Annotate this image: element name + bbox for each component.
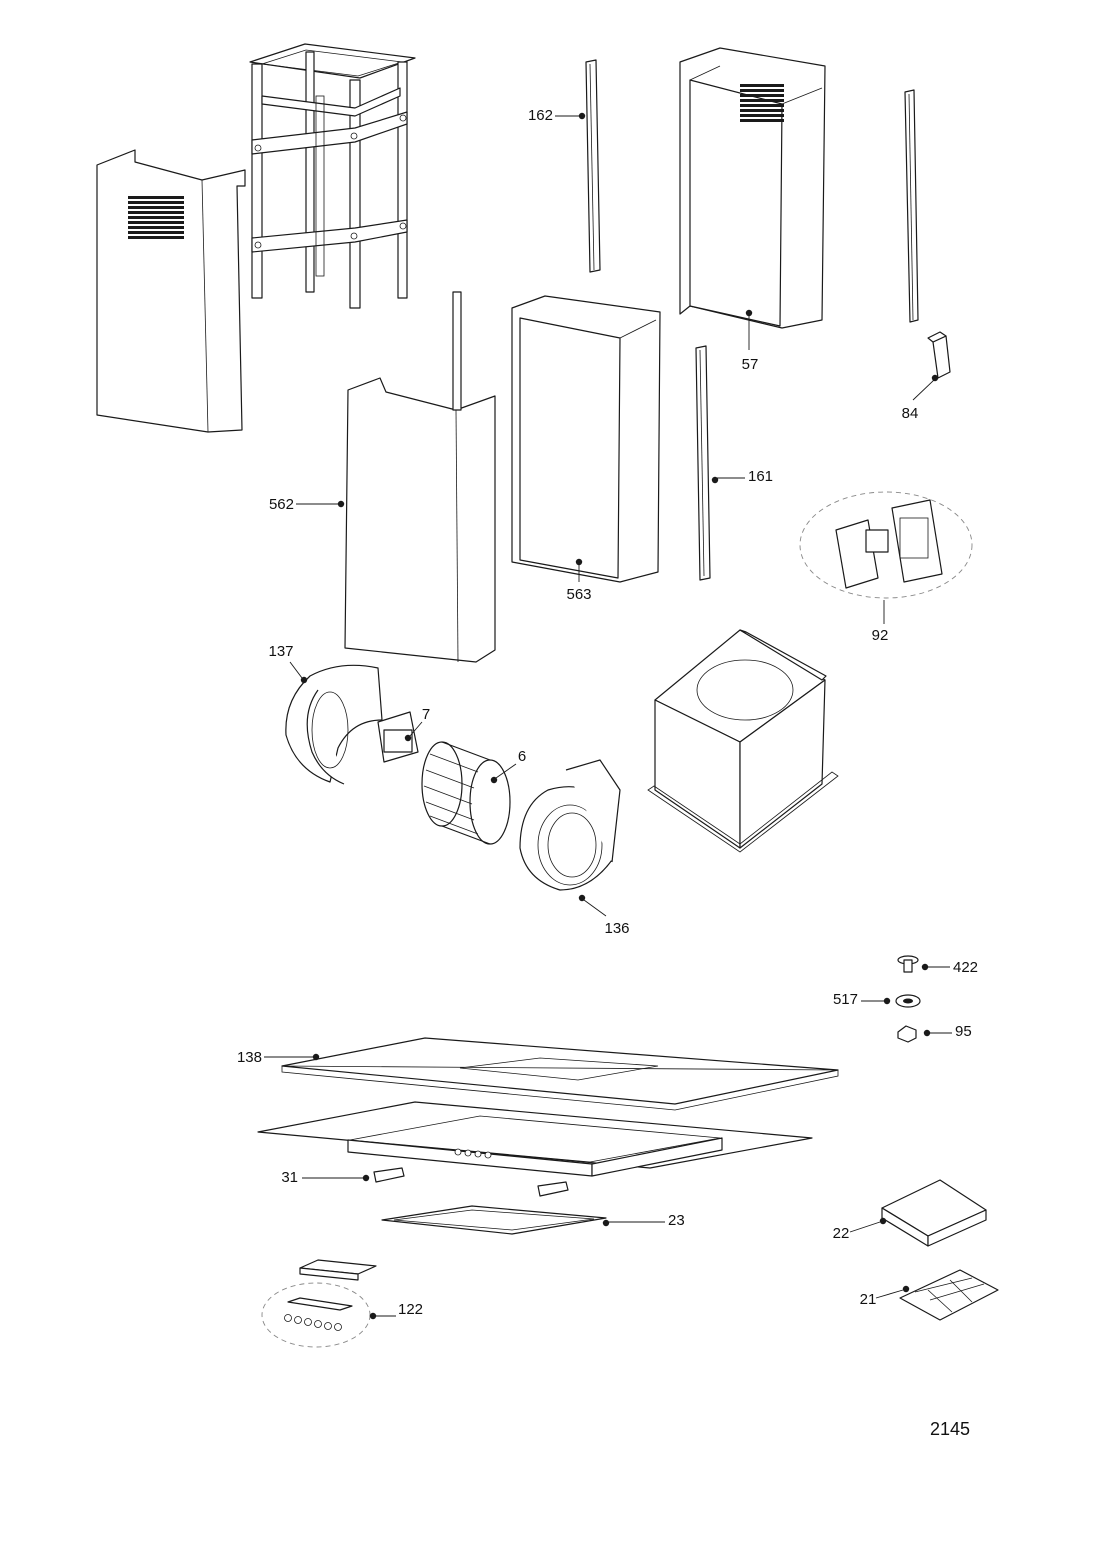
callout-136: 136 (578, 894, 630, 937)
side-rail-161 (695, 345, 711, 581)
callout-label: 138 (237, 1049, 262, 1066)
callout-161: 161 (711, 468, 773, 485)
nut-517 (895, 994, 921, 1008)
upper-chimney-cover (96, 149, 246, 433)
callout-label: 92 (872, 627, 889, 644)
filter-holder-21 (899, 1269, 999, 1321)
callout-57: 57 (742, 309, 759, 373)
callout-label: 21 (860, 1291, 877, 1308)
callout-label: 161 (748, 468, 773, 485)
glass-panel-138 (281, 1037, 839, 1111)
callout-label: 562 (269, 496, 294, 513)
callout-label: 23 (668, 1212, 685, 1229)
lamp-31 (373, 1167, 569, 1197)
motor-7 (377, 711, 419, 763)
callout-label: 517 (833, 991, 858, 1008)
callout-84: 84 (902, 374, 939, 422)
support-frame (249, 43, 416, 309)
fan-housing-137 (285, 664, 383, 785)
diagram-number: 2145 (930, 1419, 970, 1439)
callout-label: 162 (528, 107, 553, 124)
impeller-6 (421, 741, 511, 845)
callout-95: 95 (923, 1023, 972, 1040)
callout-6: 6 (490, 748, 526, 784)
filter-frame-23 (381, 1205, 607, 1235)
motor-housing-block (647, 629, 839, 853)
screw-422 (897, 955, 919, 973)
callout-label: 6 (518, 748, 526, 765)
callout-label: 136 (604, 920, 629, 937)
callout-22: 22 (833, 1217, 887, 1242)
chimney-cover-563 (511, 295, 661, 583)
callout-137: 137 (268, 643, 308, 684)
callout-label: 57 (742, 356, 759, 373)
callout-517: 517 (833, 991, 891, 1008)
carbon-filter-22 (881, 1179, 987, 1247)
callout-label: 422 (953, 959, 978, 976)
callout-7: 7 (404, 706, 430, 742)
nut-95 (897, 1025, 917, 1043)
switch-part-84 (927, 331, 951, 379)
hood-canopy (257, 1101, 813, 1177)
callout-label: 22 (833, 1225, 850, 1242)
callout-31: 31 (281, 1169, 370, 1186)
callout-label: 95 (955, 1023, 972, 1040)
callout-162: 162 (528, 107, 586, 124)
side-rail-right (904, 89, 919, 323)
callout-422: 422 (921, 959, 978, 976)
callout-label: 7 (422, 706, 430, 723)
vent-slots (128, 196, 184, 239)
callout-122: 122 (369, 1301, 423, 1320)
vent-slots (740, 84, 784, 122)
electronic-board-92-group (799, 491, 973, 599)
fan-housing-136 (519, 759, 621, 891)
callout-label: 31 (281, 1169, 298, 1186)
callout-138: 138 (237, 1049, 320, 1066)
chimney-cover-57 (679, 47, 826, 329)
callout-563: 563 (566, 558, 592, 603)
callout-label: 122 (398, 1301, 423, 1318)
side-rail-162 (585, 59, 601, 273)
callout-92: 92 (872, 600, 889, 644)
callout-23: 23 (602, 1212, 685, 1229)
callout-label: 84 (902, 405, 919, 422)
chimney-cover-562 (344, 291, 496, 663)
callout-562: 562 (269, 496, 345, 513)
callout-21: 21 (860, 1285, 910, 1308)
control-board-122-group (261, 1259, 377, 1348)
callout-label: 563 (566, 586, 591, 603)
callout-label: 137 (268, 643, 293, 660)
